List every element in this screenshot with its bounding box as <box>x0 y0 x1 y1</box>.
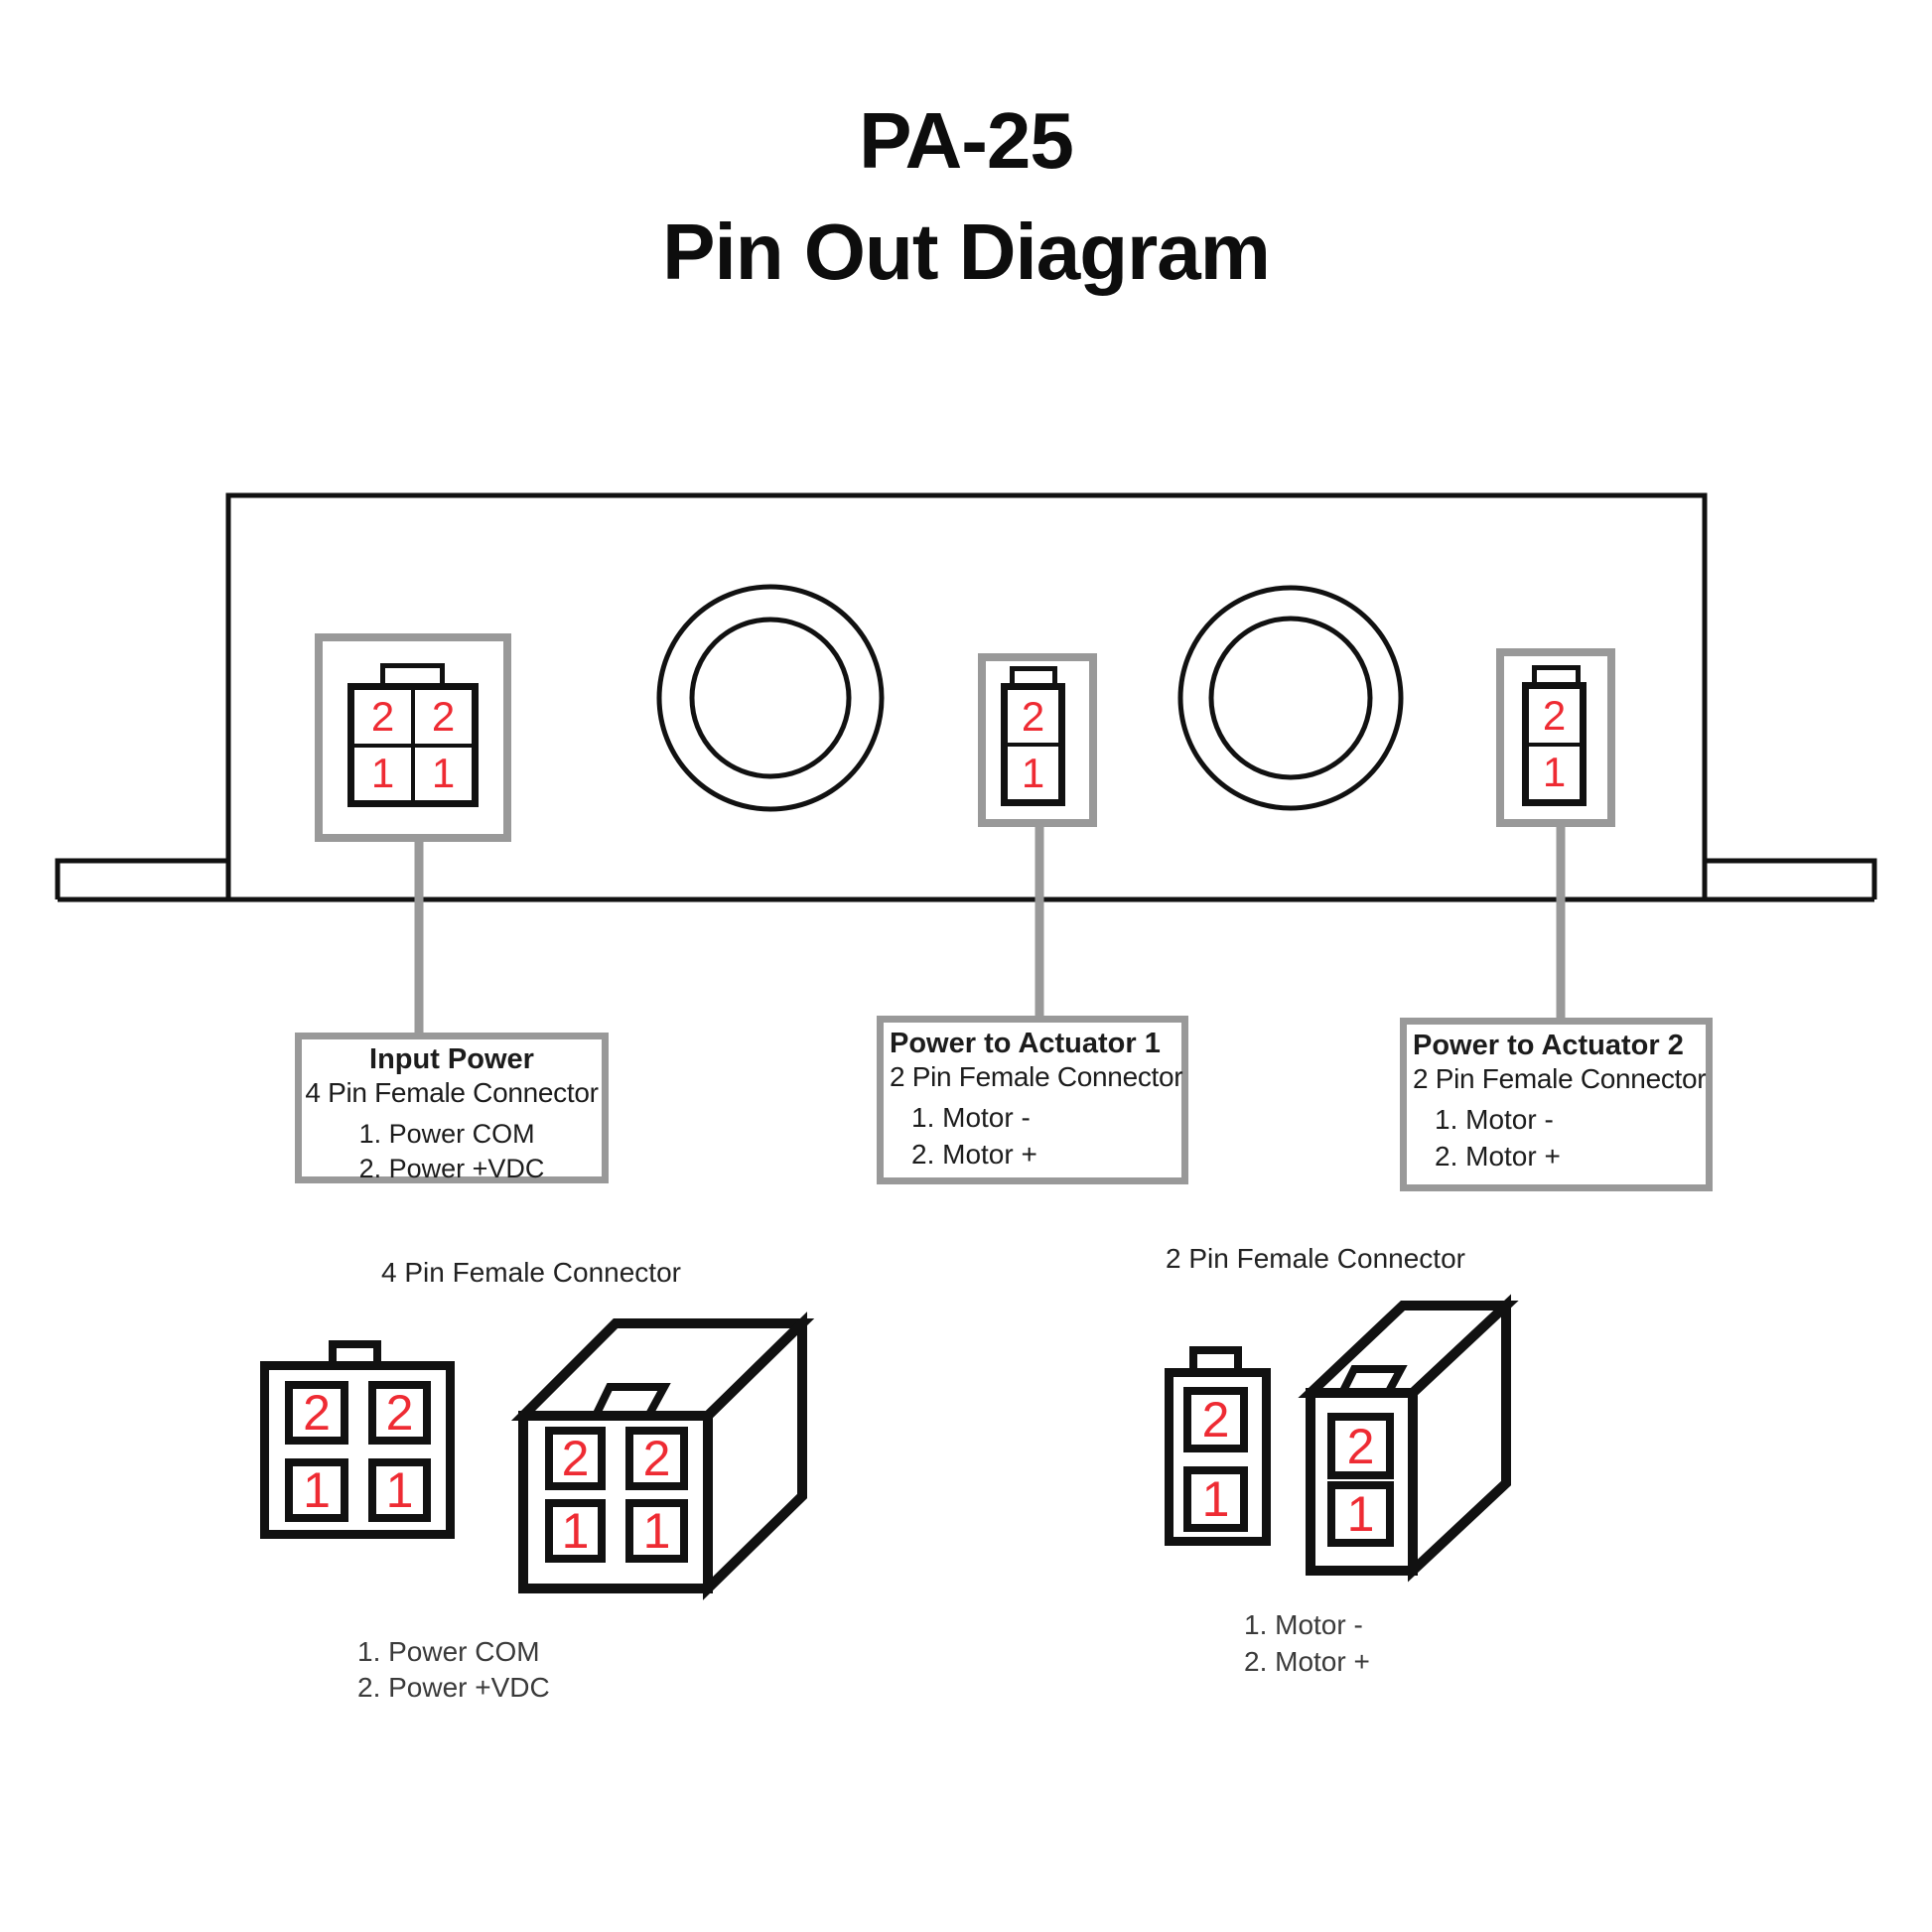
caption-line: 1. Motor - <box>1244 1609 1363 1640</box>
pin-cell: 1 <box>1006 745 1060 801</box>
label-title: Input Power <box>369 1043 534 1075</box>
pin-cell: 2 <box>1327 1413 1394 1479</box>
pin-cell: 1 <box>1327 1481 1394 1547</box>
pin-cell: 1 <box>368 1458 431 1522</box>
pin-cell: 2 <box>413 688 474 746</box>
pin-cell: 2 <box>1006 688 1060 745</box>
pin-cell: 2 <box>625 1427 688 1490</box>
label-subtitle: 2 Pin Female Connector <box>890 1061 1183 1092</box>
pin-cell: 1 <box>625 1499 688 1563</box>
label-title: Power to Actuator 1 <box>890 1028 1161 1059</box>
label-box-actuator2: Power to Actuator 2 2 Pin Female Connect… <box>1400 1018 1713 1191</box>
pin-cell: 1 <box>352 745 413 802</box>
input-power-connector-pins: 2 2 1 1 <box>347 683 479 807</box>
pin-list: 1. Motor - 2. Motor + <box>1413 1101 1700 1174</box>
pin-cell: 1 <box>413 745 474 802</box>
pin-list: 1. Motor - 2. Motor + <box>890 1099 1175 1173</box>
caption-line: 2. Motor + <box>1244 1646 1370 1677</box>
pin-list: 1. Power COM 2. Power +VDC <box>359 1117 545 1186</box>
actuator2-connector-pins: 2 1 <box>1522 682 1587 806</box>
label-subtitle: 2 Pin Female Connector <box>1413 1063 1707 1094</box>
actuator1-connector-tab <box>1010 666 1057 687</box>
detail-2pin-caption: 1. Motor - 2. Motor + <box>1244 1606 1370 1680</box>
detail-4pin-caption: 1. Power COM 2. Power +VDC <box>357 1634 550 1706</box>
pin-cell: 1 <box>545 1499 606 1563</box>
pin-cell: 2 <box>1527 687 1582 745</box>
pin-list-item: 2. Power +VDC <box>358 1154 545 1183</box>
pin-cell: 2 <box>545 1427 606 1490</box>
pin-list-item: 2. Motor + <box>911 1139 1037 1170</box>
pin-cell: 2 <box>368 1381 431 1445</box>
pin-list-item: 1. Power COM <box>358 1119 535 1149</box>
page-title-line2: Pin Out Diagram <box>662 207 1271 296</box>
caption-line: 2. Power +VDC <box>357 1672 550 1703</box>
pin-list-item: 1. Motor - <box>911 1102 1031 1133</box>
pin-cell: 2 <box>352 688 413 746</box>
pin-cell: 1 <box>1527 744 1582 801</box>
actuator2-connector-tab <box>1532 665 1581 686</box>
pin-cell: 2 <box>1183 1387 1248 1452</box>
detail-2pin-heading: 2 Pin Female Connector <box>1166 1243 1465 1274</box>
lead-lines <box>414 823 1566 1039</box>
pin-cell: 2 <box>285 1381 348 1445</box>
label-box-input-power: Input Power 4 Pin Female Connector 1. Po… <box>295 1033 609 1183</box>
grommet-left-icon <box>656 584 885 812</box>
front-2pin-tab <box>1189 1346 1242 1370</box>
actuator1-connector-pins: 2 1 <box>1001 683 1065 806</box>
enclosure-outline <box>55 492 1877 902</box>
detail-4pin-heading: 4 Pin Female Connector <box>381 1257 681 1288</box>
label-box-actuator1: Power to Actuator 1 2 Pin Female Connect… <box>877 1016 1188 1184</box>
caption-line: 1. Power COM <box>357 1636 540 1667</box>
pin-list-item: 2. Motor + <box>1435 1141 1561 1172</box>
pin-cell: 1 <box>1183 1466 1248 1532</box>
front-4pin-tab <box>329 1340 381 1363</box>
page-title-line1: PA-25 <box>859 96 1074 185</box>
pin-cell: 1 <box>285 1458 348 1522</box>
grommet-right-icon <box>1177 585 1404 811</box>
label-title: Power to Actuator 2 <box>1413 1030 1684 1061</box>
pin-list-item: 1. Motor - <box>1435 1104 1554 1135</box>
label-subtitle: 4 Pin Female Connector <box>305 1077 599 1108</box>
